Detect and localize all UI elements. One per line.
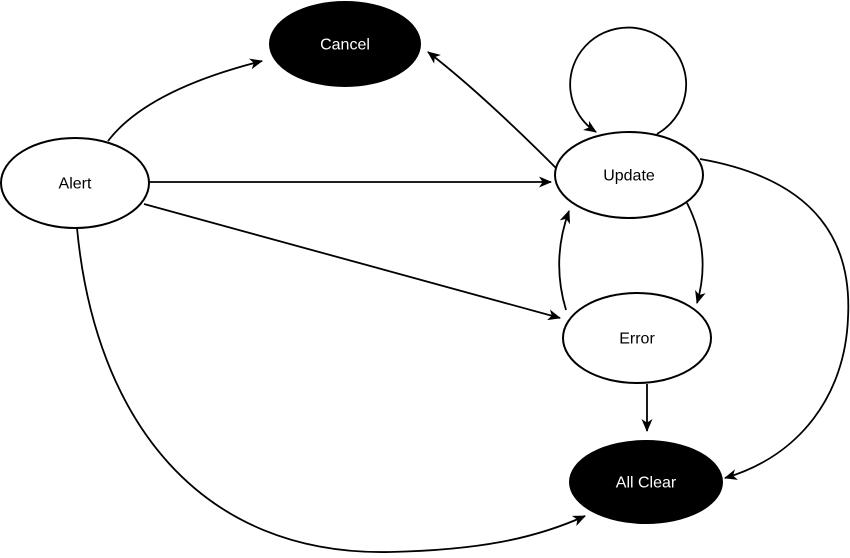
node-cancel-shape (269, 1, 421, 87)
edge-update-to-update (569, 26, 688, 135)
edge-update-to-cancel (427, 51, 557, 169)
node-cancel: Cancel (269, 1, 421, 87)
edge-update-to-error (686, 202, 706, 304)
node-update: Update (554, 131, 704, 219)
node-error-shape (562, 292, 712, 384)
node-update-shape (554, 131, 704, 219)
edge-error-to-update (558, 210, 571, 311)
node-error: Error (562, 292, 712, 384)
node-all-clear-shape (569, 440, 723, 524)
node-all-clear: All Clear (569, 440, 723, 524)
node-alert-shape (0, 137, 150, 229)
edge-update-to-all-clear (699, 158, 850, 480)
edge-alert-to-error (143, 203, 561, 321)
edge-layer (76, 26, 850, 553)
node-alert: Alert (0, 137, 150, 229)
edge-alert-to-all-clear (76, 227, 586, 553)
edge-alert-to-cancel (107, 58, 263, 142)
